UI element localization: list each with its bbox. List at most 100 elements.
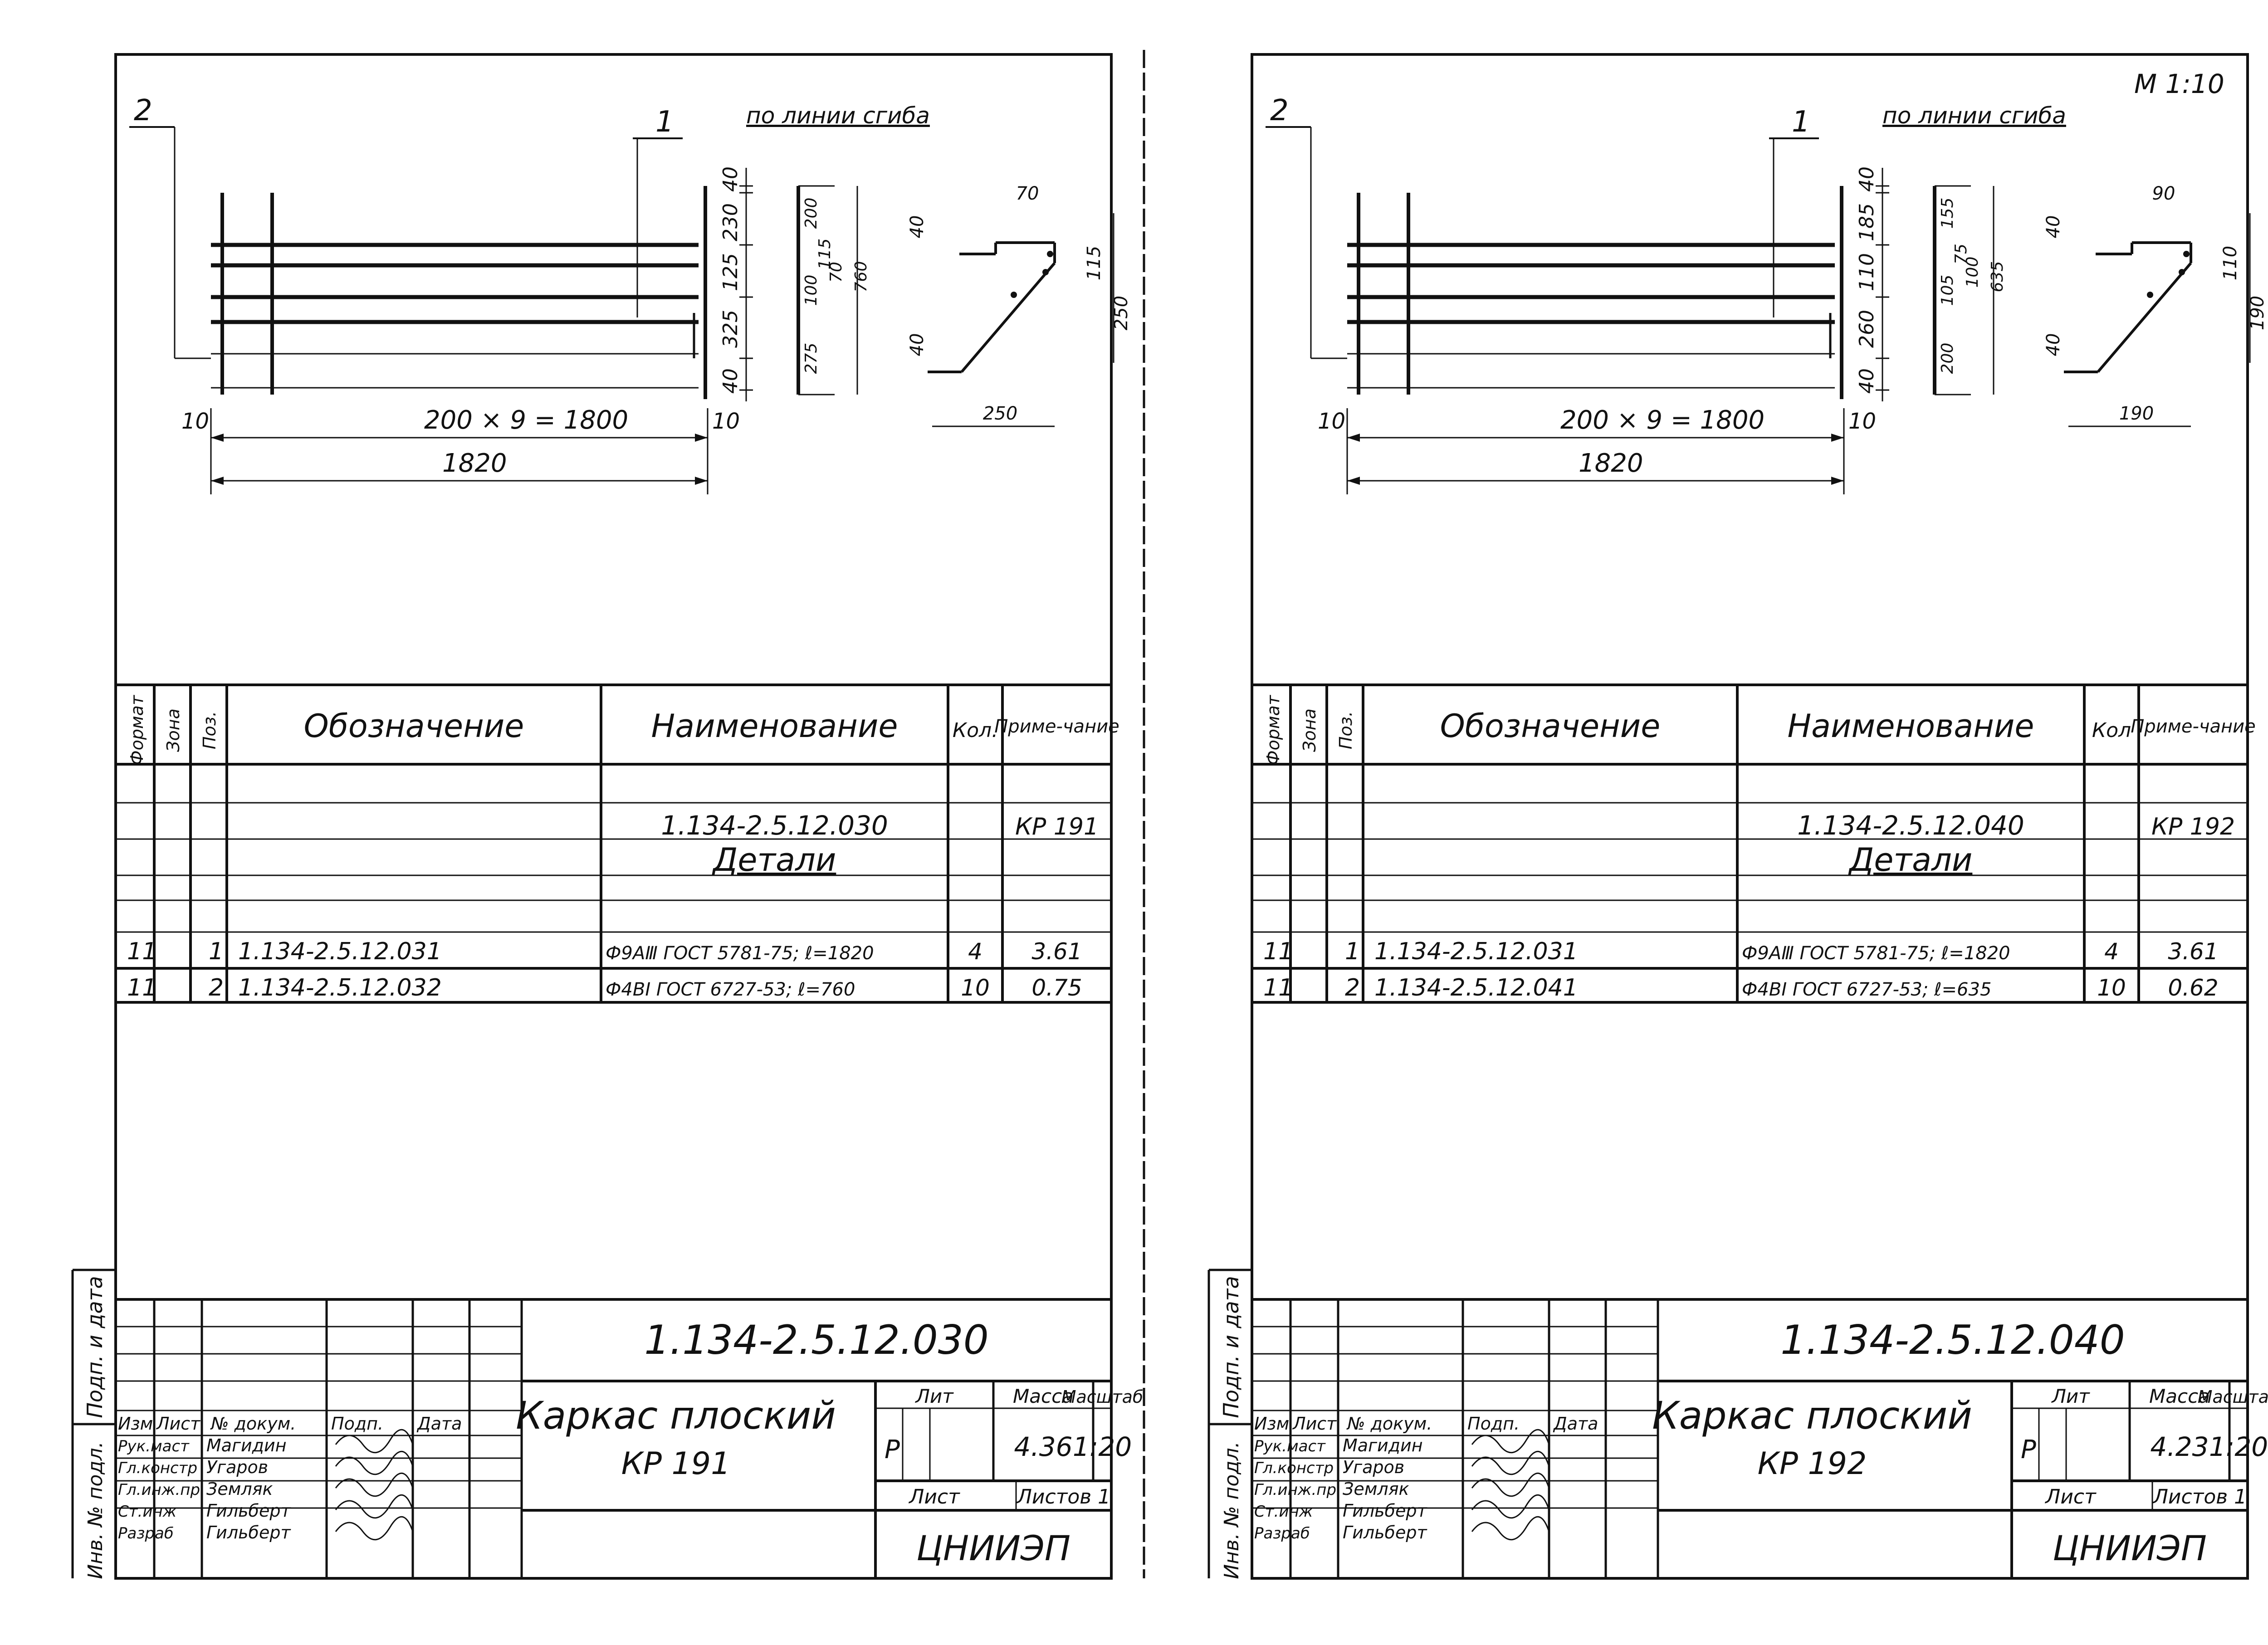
header-zone: Зона [1300, 708, 1320, 752]
arrow-head [1347, 477, 1360, 485]
person-role: Гл.констр [1254, 1459, 1334, 1477]
person-name: Магидин [1343, 1435, 1423, 1455]
lit-value: Р [2021, 1435, 2036, 1464]
assembly-note: КР 191 [1015, 813, 1099, 840]
margin-sign-date: Подп. и дата [1219, 1276, 1243, 1418]
mass-value: 4.36 [1014, 1431, 1072, 1462]
scale-value: 1:20 [2209, 1431, 2268, 1462]
lit-label: Лит [2051, 1385, 2090, 1407]
row-designation: 1.134-2.5.12.031 [238, 938, 442, 965]
column-label: Изм [118, 1414, 153, 1434]
document-code: 1.134-2.5.12.030 [644, 1317, 989, 1363]
bent-dimension-label: 40 [907, 215, 928, 239]
dimension-total-label: 1820 [442, 449, 507, 478]
sheets-label: Листов 1 [2152, 1485, 2247, 1508]
signature-icon [1471, 1451, 1550, 1475]
arrow-head [211, 477, 224, 485]
bar-dot [2183, 251, 2190, 257]
row-format: 11 [127, 938, 157, 965]
assembly-designation: 1.134-2.5.12.040 [1797, 810, 2024, 841]
organization: ЦНИИЭП [916, 1528, 1070, 1568]
person-role: Разраб [1254, 1524, 1310, 1542]
section-dimension-label: 100 [1963, 257, 1982, 288]
arrow-head [695, 477, 708, 485]
signature-icon [335, 1516, 414, 1541]
person-name: Гильберт [206, 1523, 291, 1542]
row-designation: 1.134-2.5.12.041 [1374, 974, 1578, 1001]
signature-icon [1471, 1494, 1550, 1519]
header-qty: Кол [2092, 719, 2131, 742]
header-format: Формат [127, 694, 147, 765]
arrow-head [1347, 434, 1360, 442]
sheet-label: Лист [908, 1485, 960, 1508]
position-label-2: 2 [134, 94, 152, 127]
section-dimension-label: 75 [1952, 244, 1970, 264]
dimension-spacing-label: 200 × 9 = 1800 [1560, 405, 1765, 435]
row-name: Ф9АⅢ ГОСТ 5781-75; ℓ=1820 [1742, 943, 2010, 964]
position-label-1: 1 [655, 105, 674, 139]
margin-inv-no: Инв. № подл. [1220, 1441, 1243, 1579]
header-note: Приме-чание [2131, 716, 2256, 737]
column-label: № докум. [210, 1414, 296, 1434]
person-name: Гильберт [1343, 1523, 1427, 1542]
section-dimension-label: 100 [802, 275, 821, 306]
bend-note: по линии сгиба [1882, 103, 2066, 129]
person-name: Гильберт [1343, 1501, 1427, 1521]
section-title: Детали [712, 841, 836, 879]
dimension-label: 260 [1855, 310, 1878, 348]
bent-dimension-label: 115 [1084, 246, 1105, 280]
bent-dimension-label: 40 [2043, 215, 2064, 239]
dimension-total-label: 1820 [1579, 449, 1643, 478]
column-label: Подп. [1467, 1414, 1520, 1434]
signature-icon [335, 1429, 414, 1454]
section-dimension-label: 70 [827, 262, 846, 283]
header-name: Наименование [1788, 708, 2034, 745]
person-role: Ст.инж [118, 1503, 177, 1521]
arrow-head [1831, 434, 1844, 442]
column-label: Изм [1254, 1414, 1289, 1434]
row-note: 3.61 [1031, 938, 1082, 965]
dimension-label: 325 [719, 310, 742, 348]
lit-label: Лит [914, 1385, 954, 1407]
signature-icon [1471, 1516, 1550, 1541]
assembly-designation: 1.134-2.5.12.030 [661, 810, 888, 841]
row-note: 0.62 [2168, 975, 2218, 1001]
bent-dimension-label: 40 [2043, 333, 2064, 356]
section-dimension-label: 155 [1938, 198, 1957, 229]
dimension-label: 40 [1855, 166, 1878, 192]
column-label: Лист [156, 1414, 201, 1434]
assembly-note: КР 192 [2151, 813, 2235, 840]
section-dimension-label: 200 [802, 198, 821, 229]
bar-dot [2147, 292, 2153, 298]
document-title: Каркас плоский [1652, 1393, 1972, 1438]
row-qty: 10 [961, 975, 990, 1001]
person-role: Гл.констр [118, 1459, 197, 1477]
dimension-end-left: 10 [1318, 409, 1345, 434]
header-qty: Кол. [953, 719, 998, 742]
person-role: Ст.инж [1254, 1503, 1313, 1521]
person-name: Гильберт [206, 1501, 291, 1521]
mass-value: 4.23 [2150, 1431, 2209, 1462]
arrow-head [211, 434, 224, 442]
row-designation: 1.134-2.5.12.032 [238, 974, 442, 1001]
bent-dimension-label: 70 [1016, 183, 1039, 204]
bent-dimension-label: 110 [2220, 246, 2241, 280]
section-title: Детали [1848, 841, 1973, 879]
dimension-end-left: 10 [181, 409, 209, 434]
scale-note: М 1:10 [2134, 68, 2224, 99]
person-name: Земляк [206, 1479, 273, 1499]
row-pos: 2 [209, 974, 224, 1001]
row-name: Ф4ВⅠ ГОСТ 6727-53; ℓ=760 [606, 979, 855, 1000]
row-name: Ф9АⅢ ГОСТ 5781-75; ℓ=1820 [606, 943, 874, 964]
column-label: Лист [1292, 1414, 1337, 1434]
signature-icon [335, 1451, 414, 1475]
dimension-label: 40 [719, 368, 742, 394]
mass-label: Масса [2149, 1385, 2210, 1407]
bar-dot [1047, 251, 1053, 257]
dimension-label: 40 [1855, 368, 1878, 394]
position-label-2: 2 [1270, 94, 1289, 127]
bent-dimension-label: 250 [1111, 296, 1132, 330]
column-label: № докум. [1346, 1414, 1432, 1434]
row-pos: 2 [1345, 974, 1360, 1001]
